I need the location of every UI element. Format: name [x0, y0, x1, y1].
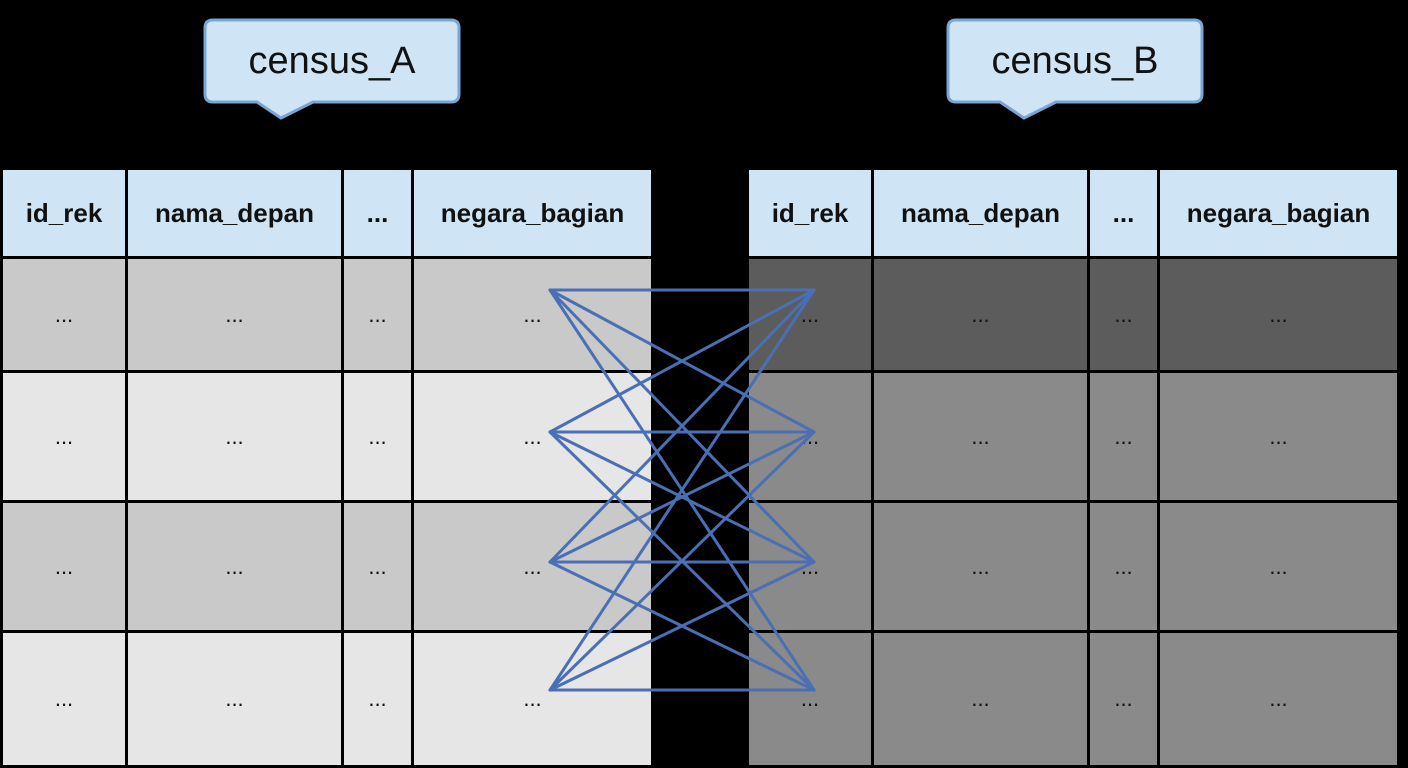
table-cell: ...: [128, 259, 344, 373]
table-cell: ...: [128, 503, 344, 633]
callout-shape: [946, 18, 1204, 120]
callout-census-b: census_B: [946, 18, 1204, 120]
table-cell: ...: [1090, 633, 1160, 768]
header-ellipsis: ...: [1090, 170, 1160, 259]
table-cell: ...: [874, 259, 1090, 373]
table-cell: ...: [874, 633, 1090, 768]
census-b-label: census_B: [991, 39, 1159, 82]
header-id-rek: id_rek: [749, 170, 874, 259]
table-cell: ...: [414, 633, 654, 768]
table-cell: ...: [414, 259, 654, 373]
table-cell: ...: [1090, 373, 1160, 503]
table-cell: ...: [3, 373, 128, 503]
table-cell: ...: [1160, 259, 1400, 373]
callout-shape: [203, 18, 461, 120]
table-cell: ...: [1090, 259, 1160, 373]
table-cell: ...: [128, 633, 344, 768]
table-cell: ...: [874, 503, 1090, 633]
census-a-label: census_A: [248, 39, 416, 82]
header-nama-depan: nama_depan: [128, 170, 344, 259]
table-census-b: id_rek nama_depan ... negara_bagian ... …: [746, 170, 1408, 768]
header-nama-depan: nama_depan: [874, 170, 1090, 259]
table-cell: ...: [874, 373, 1090, 503]
table-cell: ...: [749, 503, 874, 633]
header-id-rek: id_rek: [3, 170, 128, 259]
table-cell: ...: [3, 633, 128, 768]
table-cell: ...: [344, 373, 414, 503]
table-census-a: id_rek nama_depan ... negara_bagian ... …: [0, 170, 664, 768]
table-cell: ...: [344, 259, 414, 373]
table-cell: ...: [1160, 373, 1400, 503]
table-cell: ...: [414, 503, 654, 633]
header-negara-bagian: negara_bagian: [414, 170, 654, 259]
header-negara-bagian: negara_bagian: [1160, 170, 1400, 259]
table-cell: ...: [749, 259, 874, 373]
table-cell: ...: [1090, 503, 1160, 633]
table-cell: ...: [344, 503, 414, 633]
callout-census-a: census_A: [203, 18, 461, 120]
table-cell: ...: [3, 259, 128, 373]
table-cell: ...: [749, 633, 874, 768]
header-ellipsis: ...: [344, 170, 414, 259]
table-cell: ...: [128, 373, 344, 503]
table-cell: ...: [1160, 503, 1400, 633]
table-cell: ...: [3, 503, 128, 633]
table-cell: ...: [1160, 633, 1400, 768]
table-cell: ...: [749, 373, 874, 503]
table-cell: ...: [344, 633, 414, 768]
table-cell: ...: [414, 373, 654, 503]
